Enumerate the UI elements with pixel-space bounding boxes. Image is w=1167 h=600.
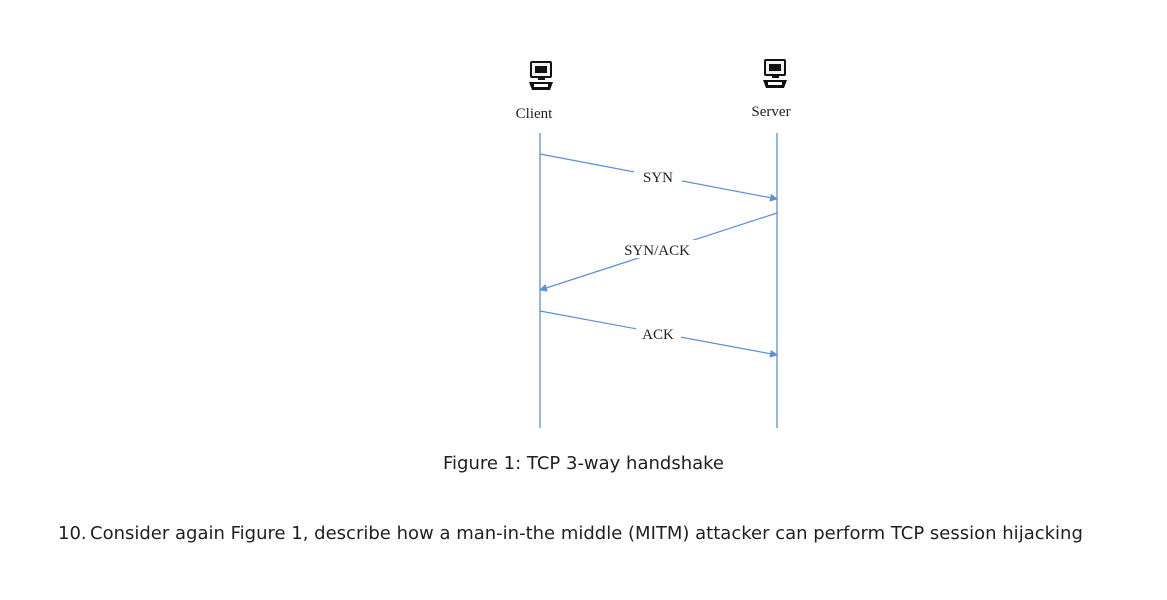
syn-ack-label: SYN/ACK: [624, 243, 690, 259]
sequence-diagram: Client Server SYN SYN/ACK ACK: [516, 59, 791, 428]
message-syn: SYN: [539, 153, 778, 202]
client-label: Client: [516, 106, 553, 122]
syn-label-background: [634, 168, 682, 185]
computer-icon: [529, 61, 553, 90]
syn-label: SYN: [643, 170, 673, 186]
ack-label: ACK: [642, 327, 674, 343]
message-syn-ack: SYN/ACK: [539, 212, 778, 292]
question-number: 10.: [58, 523, 87, 544]
server-participant: Server: [751, 59, 791, 428]
client-participant: Client: [516, 61, 553, 428]
ack-label-background: [636, 325, 681, 342]
syn-ack-label-background: [615, 240, 700, 258]
question-item: 10. Consider again Figure 1, describe ho…: [58, 520, 1138, 548]
figure-caption: Figure 1: TCP 3-way handshake: [442, 453, 725, 474]
computer-icon: [763, 59, 787, 88]
message-ack: ACK: [539, 310, 778, 358]
server-label: Server: [751, 104, 790, 120]
question-text: Consider again Figure 1, describe how a …: [90, 523, 1083, 544]
